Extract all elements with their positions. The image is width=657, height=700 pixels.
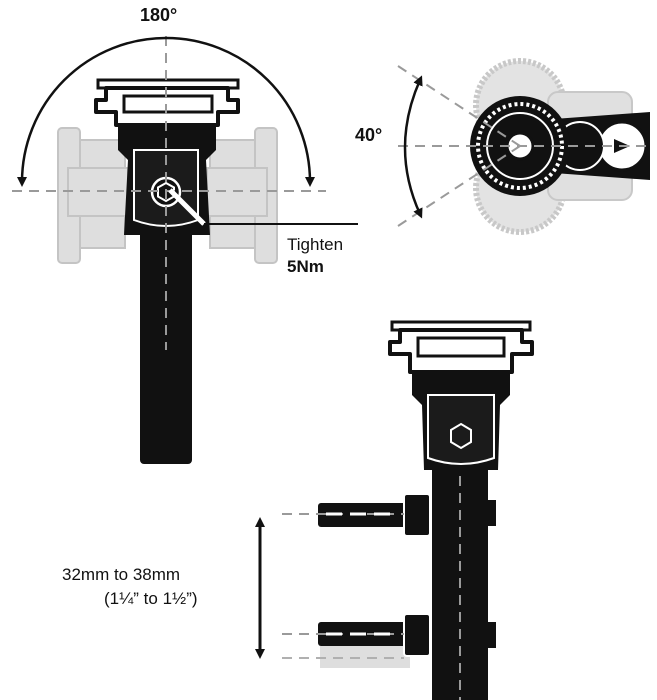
- tilt-arc-arrow-icon: [403, 75, 423, 219]
- clamp-stem: [432, 450, 488, 700]
- mount-bracket-slot: [122, 94, 214, 114]
- clamp-assembly-view: [255, 320, 534, 700]
- clamp-hex-bolt-icon: [450, 422, 472, 450]
- tighten-leader-line: [168, 188, 206, 226]
- clamp-head-face: [427, 394, 495, 465]
- rotation-arc-arrow-icon: [17, 36, 315, 187]
- clamp-nut-right-upper: [488, 500, 496, 526]
- clamp-nut-right-lower: [488, 622, 496, 648]
- tighten-torque-label: 5Nm: [287, 257, 324, 276]
- tilt-angle-label: 40°: [355, 125, 383, 145]
- tilt-ratchet-side-view: [397, 58, 650, 235]
- clamp-bolt-lower-head: [403, 613, 431, 657]
- ghost-rotated-mount-left: [57, 127, 129, 264]
- ratchet-gear-teeth: [476, 102, 564, 190]
- clamp-bolt-lower-ghost: [320, 646, 410, 668]
- ghost-rotated-mount-right: [206, 127, 278, 264]
- clamp-bracket-slot: [416, 336, 506, 358]
- swivel-mount-front-view: [12, 36, 358, 464]
- tighten-instruction-label: Tighten: [287, 235, 344, 254]
- clamp-range-metric-label: 32mm to 38mm: [62, 565, 181, 584]
- clamp-range-imperial-label: (1¼” to 1½”): [104, 589, 198, 608]
- clamp-bolt-upper-head: [403, 493, 431, 537]
- clamp-bracket: [388, 328, 534, 374]
- rotation-angle-label: 180°: [140, 5, 178, 25]
